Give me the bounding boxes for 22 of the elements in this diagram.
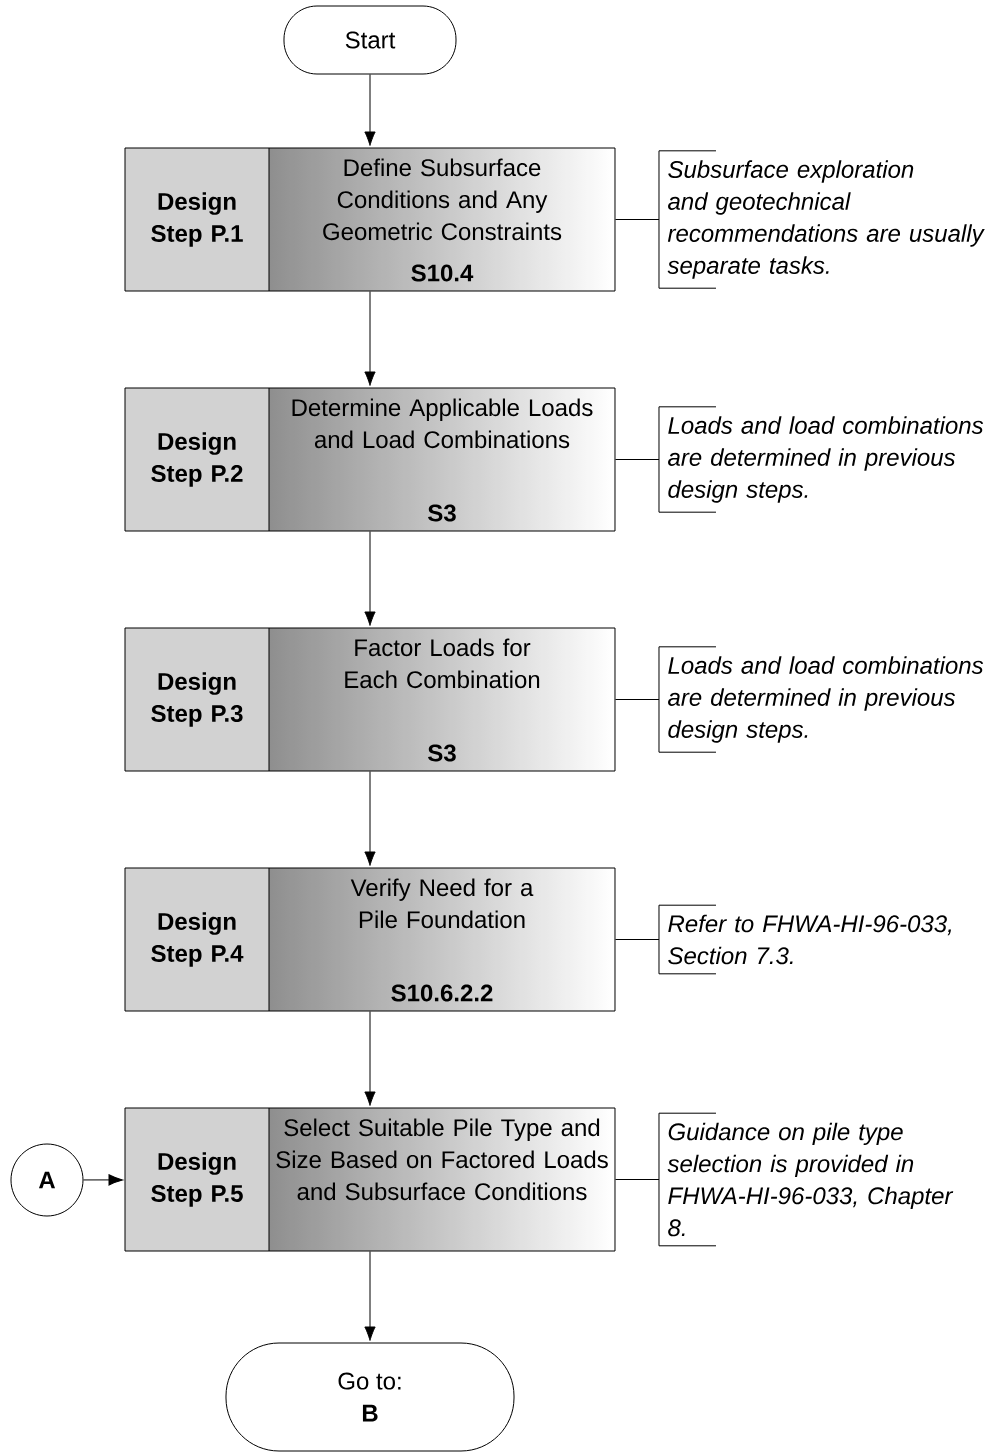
step-box: Design Step P.3 Factor Loads for Each Combination S3 <box>124 627 616 772</box>
note-bracket: Loads and load combinations are determined in previous design steps. <box>658 406 984 513</box>
arrow <box>364 1251 376 1341</box>
arrow <box>364 1011 376 1106</box>
leader-line <box>615 219 660 220</box>
arrow <box>364 531 376 626</box>
step-box: Design Step P.2 Determine Applicable Loads and Load Combinations S3 <box>124 387 616 532</box>
leader-line <box>615 939 660 940</box>
arrow <box>364 74 376 146</box>
arrow <box>364 771 376 866</box>
note-bracket: Guidance on pile type selection is provided in FHWA-HI-96-033, Chapter 8. <box>658 1112 954 1247</box>
note-bracket: Refer to FHWA-HI-96-033, Section 7.3. <box>658 904 951 975</box>
leader-line <box>615 1179 660 1180</box>
step-box: Design Step P.1 Define Subsurface Conditions and Any Geometric Constraints S10.4 <box>124 147 616 292</box>
note-bracket: Loads and load combinations are determined in previous design steps. <box>658 646 984 753</box>
arrow <box>83 1174 123 1186</box>
step-box: Design Step P.4 Verify Need for a Pile Foundation S10.6.2.2 <box>124 867 616 1012</box>
leader-line <box>615 699 660 700</box>
leader-line <box>615 459 660 460</box>
note-bracket: Subsurface exploration and geotechnical recommendations are usually separate tasks. <box>658 150 985 289</box>
step-box: Design Step P.5 Select Suitable Pile Type and Size Based on Factored Loads and Subsurface Conditions <box>124 1107 616 1252</box>
arrow <box>364 291 376 386</box>
